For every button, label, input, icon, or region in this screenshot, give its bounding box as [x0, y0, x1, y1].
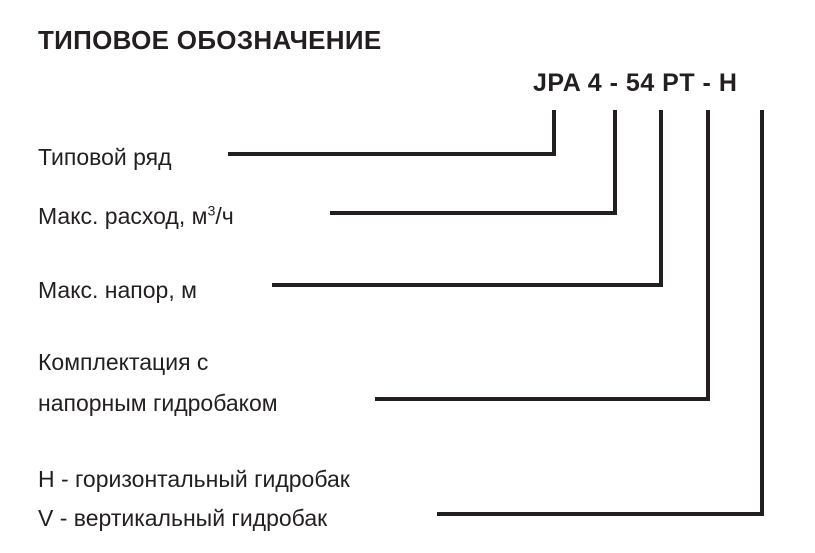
- page-title: ТИПОВОЕ ОБОЗНАЧЕНИЕ: [38, 25, 382, 55]
- leader-line-horizontal-type-series: [228, 152, 556, 156]
- callout-label-pressure-tank-line2: напорным гидробаком: [38, 390, 278, 416]
- leader-line-vertical-max-head: [659, 110, 663, 287]
- callout-label-tank-orientation-line1: H - горизонтальный гидробак: [38, 466, 350, 492]
- callout-label-tank-orientation-line2: V - вертикальный гидробак: [38, 505, 328, 531]
- leader-line-horizontal-tank-orientation: [437, 512, 764, 516]
- callout-label-max-head: Макс. напор, м: [38, 277, 197, 303]
- leader-line-vertical-type-series: [552, 110, 556, 156]
- leader-line-vertical-max-flow: [613, 110, 617, 215]
- leader-line-vertical-tank-orientation: [760, 110, 764, 516]
- model-code: JPA 4 - 54 PT - H: [533, 69, 738, 97]
- callout-label-pressure-tank-line1: Комплектация с: [38, 349, 209, 375]
- max-flow-superscript: 3: [207, 203, 216, 220]
- callout-label-type-series: Типовой ряд: [38, 144, 172, 170]
- leader-line-vertical-pressure-tank: [706, 110, 710, 401]
- leader-line-horizontal-max-flow: [330, 211, 617, 215]
- leader-line-horizontal-max-head: [272, 283, 663, 287]
- callout-label-max-flow: Макс. расход, м3/ч: [38, 198, 234, 234]
- max-flow-text-prefix: Макс. расход, м: [38, 203, 208, 229]
- max-flow-text-suffix: /ч: [215, 203, 234, 229]
- leader-line-horizontal-pressure-tank: [375, 397, 710, 401]
